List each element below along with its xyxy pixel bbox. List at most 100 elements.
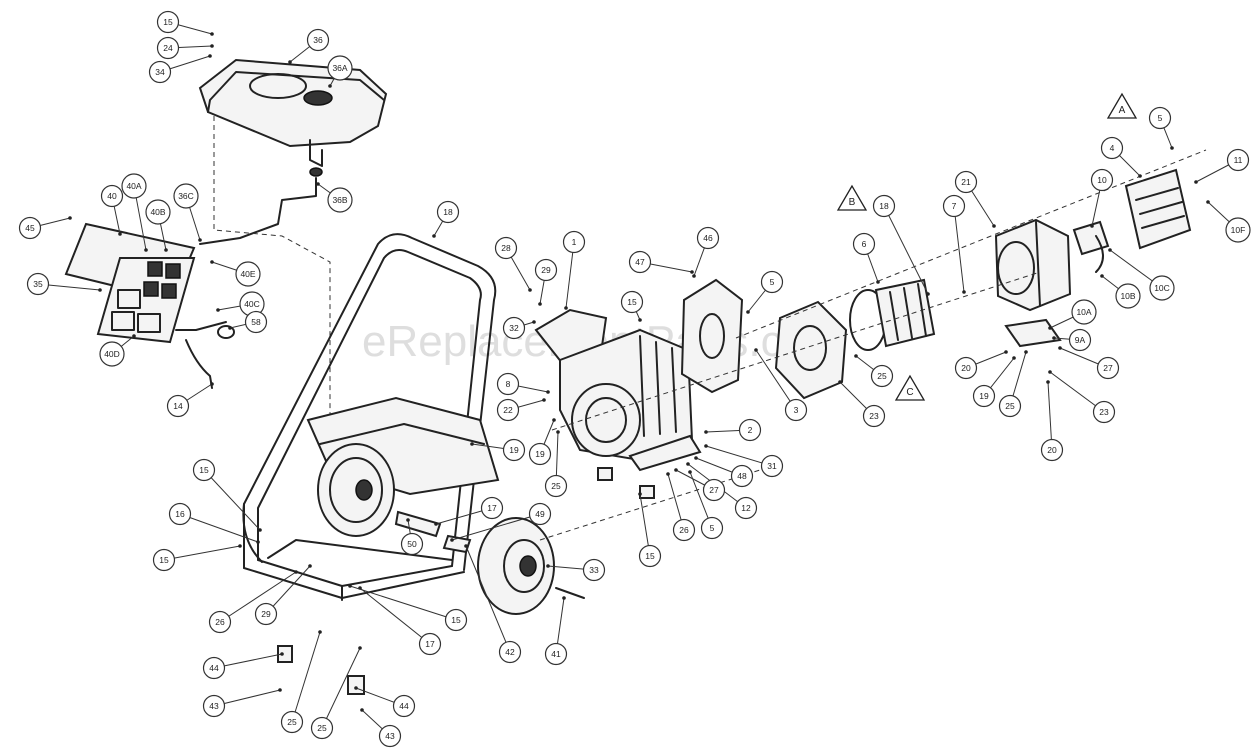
callout-15: 15 [156, 10, 180, 34]
callout-35: 35 [26, 272, 50, 296]
leader-tip [692, 274, 696, 278]
callout-label: 36B [332, 195, 347, 205]
callout-label: 5 [710, 523, 715, 533]
callout-27: 27 [702, 478, 726, 502]
callout-label: 35 [33, 279, 43, 289]
callout-label: 40 [107, 191, 117, 201]
leader-tip [358, 646, 362, 650]
leader-tip [238, 544, 242, 548]
leader-tip [538, 302, 542, 306]
callout-48: 48 [730, 464, 754, 488]
fuel-tank [198, 58, 388, 177]
axle-spacer [394, 510, 442, 538]
callout-label: 44 [209, 663, 219, 673]
callout-label: 22 [503, 405, 513, 415]
leader-tip [552, 418, 556, 422]
leader-tip [690, 270, 694, 274]
callout-10c: 10C [1149, 275, 1175, 301]
callout-44: 44 [392, 694, 416, 718]
callout-40d: 40D [99, 341, 125, 367]
callout-18: 18 [436, 200, 460, 224]
callout-25: 25 [280, 710, 304, 734]
callout-label: 19 [509, 445, 519, 455]
axle-bolt [555, 587, 585, 599]
callout-9a: 9A [1068, 328, 1092, 352]
leader-tip [210, 32, 214, 36]
leader-tip [210, 44, 214, 48]
callout-label: 40E [240, 269, 255, 279]
engine-adapter [774, 300, 848, 400]
callout-label: 18 [879, 201, 889, 211]
callout-41: 41 [544, 642, 568, 666]
callout-label: 3 [794, 405, 799, 415]
leader-tip [228, 326, 232, 330]
callout-11: 11 [1226, 148, 1250, 172]
leader-tip [704, 444, 708, 448]
callout-49: 49 [528, 502, 552, 526]
leader-tip [316, 182, 320, 186]
frame-base [243, 539, 465, 601]
callout-5: 5 [760, 270, 784, 294]
rotor [849, 278, 936, 351]
callout-label: 26 [215, 617, 225, 627]
callout-5: 5 [700, 516, 724, 540]
callout-label: 11 [1234, 155, 1243, 165]
leader-line [451, 513, 541, 541]
leader-line [321, 647, 361, 729]
callout-46: 46 [696, 226, 720, 250]
leader-tip [210, 382, 214, 386]
leader-tip [1206, 200, 1210, 204]
callout-label: 23 [869, 411, 879, 421]
stator-housing [994, 218, 1072, 312]
leader-tip [1100, 274, 1104, 278]
leader-tip [434, 522, 438, 526]
callout-label: 14 [173, 401, 183, 411]
callout-33: 33 [582, 558, 606, 582]
leader-tip [198, 238, 202, 242]
leader-tip [1004, 350, 1008, 354]
callout-label: 27 [709, 485, 719, 495]
leader-line [213, 653, 283, 669]
callout-23: 23 [862, 404, 886, 428]
leader-tip [1170, 146, 1174, 150]
callout-label: 24 [163, 43, 173, 53]
callout-44: 44 [202, 656, 226, 680]
leader-line [179, 513, 259, 543]
callout-label: 16 [175, 509, 185, 519]
leader-line [203, 469, 261, 531]
leader-tip [1138, 174, 1142, 178]
leader-tip [294, 570, 298, 574]
callout-label: 10F [1231, 225, 1246, 235]
leader-tip [1012, 356, 1016, 360]
callout-43: 43 [202, 694, 226, 718]
leader-tip [876, 280, 880, 284]
callout-40a: 40A [121, 173, 147, 199]
leader-tip [354, 686, 358, 690]
leader-tip [704, 430, 708, 434]
leader-tip [258, 528, 262, 532]
leader-tip [308, 564, 312, 568]
callout-label: 25 [317, 723, 327, 733]
leader-tip [256, 540, 260, 544]
callout-label: 15 [199, 465, 209, 475]
leader-tip [348, 584, 352, 588]
end-cover [1124, 168, 1192, 250]
leader-tip [318, 630, 322, 634]
callout-45: 45 [18, 216, 42, 240]
leader-line [465, 545, 511, 653]
callout-15: 15 [444, 608, 468, 632]
callout-15: 15 [638, 544, 662, 568]
leader-line [213, 689, 281, 707]
callout-label: 32 [509, 323, 519, 333]
callout-5: 5 [1148, 106, 1172, 130]
svg-text:B: B [849, 197, 856, 208]
wheel-right [477, 517, 555, 615]
callout-label: 15 [159, 555, 169, 565]
leader-tip [328, 84, 332, 88]
callout-label: 1 [572, 237, 577, 247]
callout-label: 5 [1158, 113, 1163, 123]
leader-tip [686, 462, 690, 466]
leader-tip [216, 308, 220, 312]
callout-17: 17 [418, 632, 442, 656]
callout-label: 45 [25, 223, 35, 233]
